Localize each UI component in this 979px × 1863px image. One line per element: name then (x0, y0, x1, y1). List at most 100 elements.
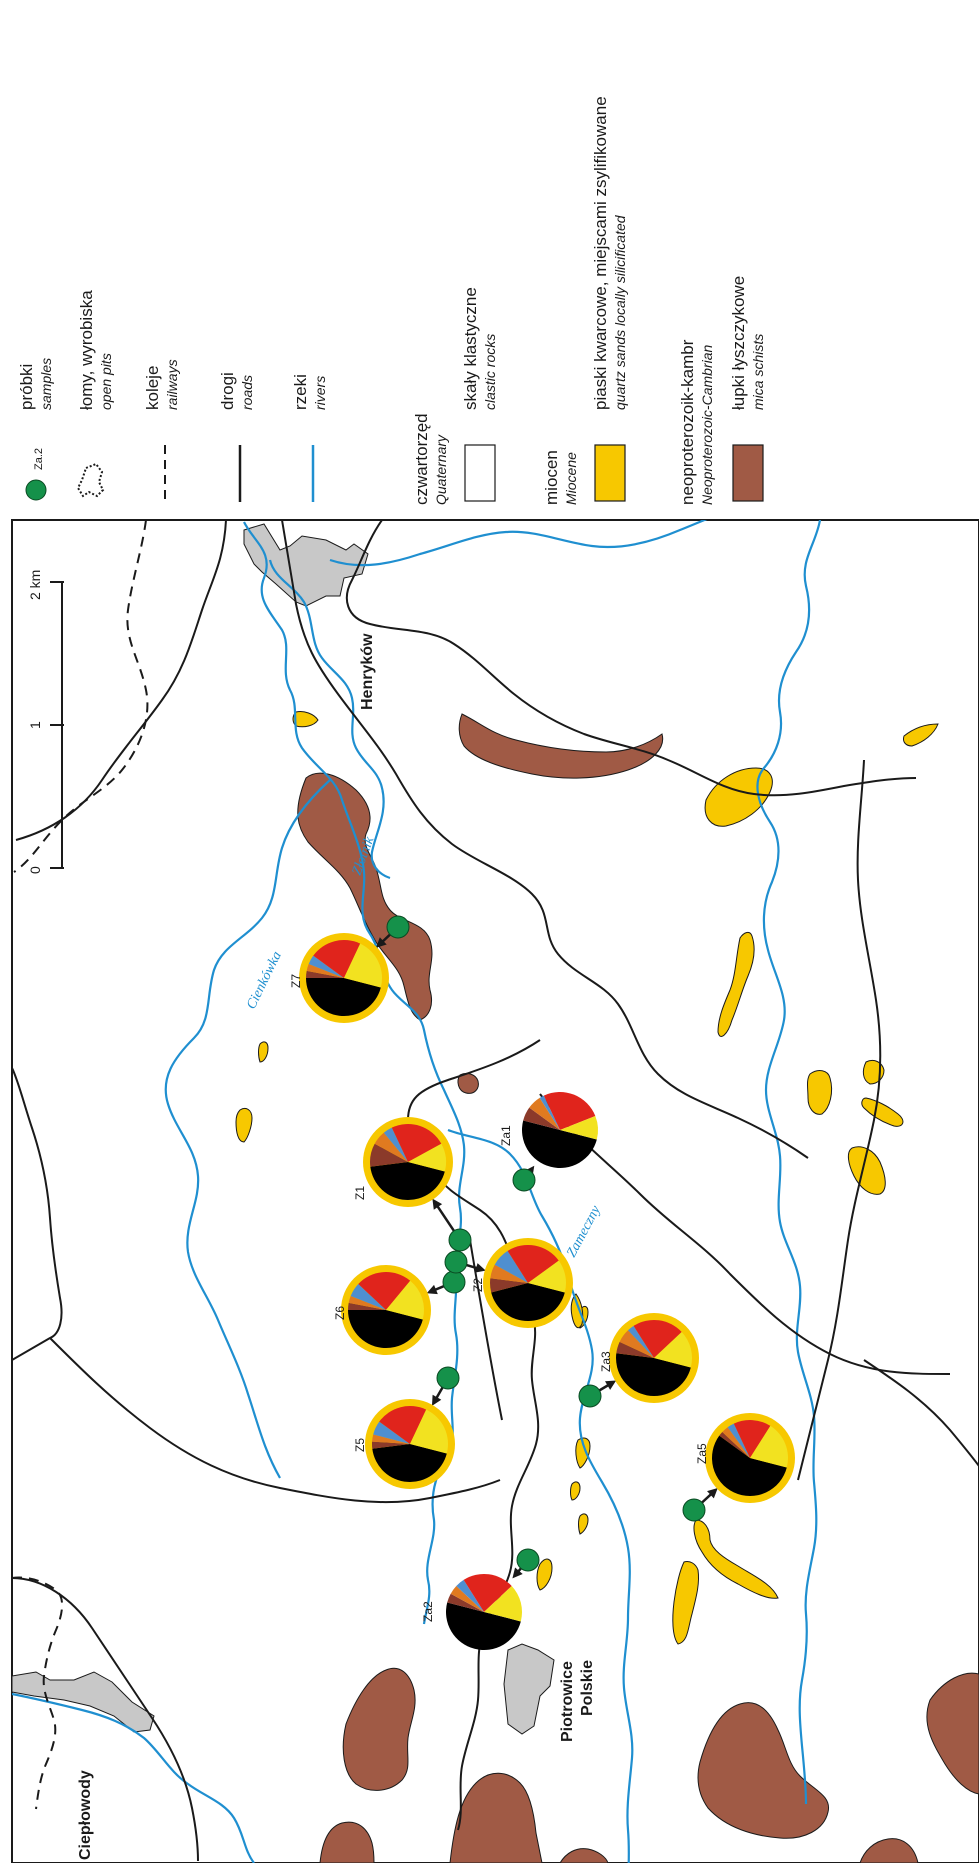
pie-slice-yellow (410, 1409, 449, 1454)
pie-slice-yellow (408, 1143, 447, 1172)
miocene-body (903, 723, 939, 747)
miocene-body (536, 1558, 553, 1591)
miocene-body (570, 1293, 584, 1329)
road (15, 520, 227, 841)
pie-slice-brown (489, 1278, 528, 1293)
sample-point (386, 915, 410, 939)
sample-point (442, 1270, 466, 1294)
pie-slice-red (379, 1406, 427, 1444)
sample-point (448, 1228, 472, 1252)
schist-body (926, 1672, 979, 1795)
legend-sands-pl: piaski kwarcowe, miejscami zsylifikowane (591, 96, 610, 410)
road (539, 1093, 951, 1375)
legend-rivers-en: rivers (312, 376, 328, 410)
river-west (12, 1692, 255, 1863)
miocene-outcrops (235, 711, 939, 1645)
miocene-body (693, 1519, 779, 1599)
road (12, 1067, 63, 1361)
miocene-body (292, 711, 319, 728)
sample-point (578, 1384, 602, 1408)
pie-slice-yellow (386, 1280, 425, 1320)
schist-body (457, 1072, 479, 1094)
miocene-body (807, 1070, 833, 1115)
river-east-1 (329, 520, 708, 567)
legend-miocene-en: Miocene (563, 452, 579, 505)
miocene-body (578, 1513, 589, 1535)
schist-body (319, 1821, 375, 1863)
pie-slice-orange (619, 1330, 654, 1358)
pie-slice-blue (494, 1250, 528, 1283)
legend-clastic-pl: skały klastyczne (461, 287, 480, 410)
sample-z1: Z1 (353, 1117, 472, 1252)
pie-slice-orange (348, 1296, 386, 1310)
pie-slice-yellow (344, 943, 383, 988)
sample-arrowhead (605, 1380, 617, 1390)
legend-mica-en: mica schists (750, 334, 766, 410)
schist-body (297, 772, 433, 1021)
pie-slice-red (313, 940, 361, 978)
miocene-body (861, 1097, 904, 1127)
sample-arrowhead (426, 1284, 438, 1295)
miocene-body (258, 1041, 269, 1063)
pie-slice-red (633, 1320, 682, 1358)
legend-pits-en: open pits (98, 353, 114, 410)
scale-bar: 0 1 2 km (27, 570, 64, 874)
pie-slice-red (733, 1420, 771, 1458)
pie-slice-red (358, 1272, 411, 1310)
pie-slice-black (712, 1435, 787, 1496)
river-east-2 (756, 520, 822, 1805)
sample-arrowhead (375, 937, 387, 948)
sample-arrowhead (512, 1567, 523, 1579)
sample-label: Za1 (499, 1125, 513, 1146)
schist-body (342, 1667, 416, 1791)
place-cieplowody: Ciepłowody (77, 1770, 94, 1860)
road (469, 1239, 503, 1421)
pie-slice-brown (616, 1341, 654, 1358)
legend-clastic-en: clastic rocks (482, 334, 498, 410)
legend-rivers-pl: rzeki (291, 374, 310, 410)
miocene-body (717, 931, 755, 1037)
sample-label: Z1 (353, 1186, 367, 1200)
pie-slice-orange (722, 1427, 750, 1458)
pie-slice-yellow (654, 1331, 693, 1368)
pie-slice-brown (447, 1593, 484, 1612)
sample-point (682, 1498, 706, 1522)
pie-slice-black (347, 1310, 423, 1349)
sample-z5: Z5 (353, 1366, 460, 1489)
pie-slice-black (306, 978, 381, 1017)
pie-slice-orange (490, 1264, 528, 1283)
pie-slice-brown (719, 1431, 750, 1458)
schist-body (859, 1838, 919, 1863)
sample-label: Z5 (353, 1438, 367, 1452)
pie-slice-red (463, 1574, 512, 1612)
river-zlotnik-branch (268, 559, 391, 880)
legend-roads-pl: drogi (218, 372, 237, 410)
pie-slice-blue (727, 1423, 750, 1458)
pie-slice-yellow (484, 1585, 523, 1622)
sample-arrowhead (431, 1394, 442, 1406)
legend-mica-pl: łupki łyszczykowe (729, 276, 748, 410)
railway (12, 1576, 63, 1810)
pie-slice-orange (529, 1097, 560, 1130)
sample-point (516, 1548, 540, 1572)
pie-slice-blue (308, 955, 344, 978)
legend-sample-example: Za.2 (33, 448, 45, 470)
legend-clastic-swatch (464, 444, 496, 502)
place-henrykow: Henryków (359, 633, 376, 710)
pie-slice-orange (450, 1585, 484, 1612)
sample-z2: Z2 (444, 1238, 573, 1328)
miocene-body (847, 1146, 886, 1195)
pie-slice-red (543, 1092, 596, 1130)
pie-slice-yellow (750, 1425, 789, 1468)
pie-slice-black (615, 1353, 691, 1397)
pie-slice-blue (350, 1283, 386, 1310)
miocene-body (672, 1561, 699, 1645)
map-area: 0 1 2 km Henryków Piotrowice Polskie Cie… (11, 519, 979, 1863)
sample-label: Z6 (333, 1306, 347, 1320)
schist-body (697, 1702, 830, 1839)
rivers (12, 520, 822, 1863)
sample-point (444, 1250, 468, 1274)
scale-label-2: 2 km (27, 570, 43, 600)
pie-slice-black (372, 1444, 447, 1483)
